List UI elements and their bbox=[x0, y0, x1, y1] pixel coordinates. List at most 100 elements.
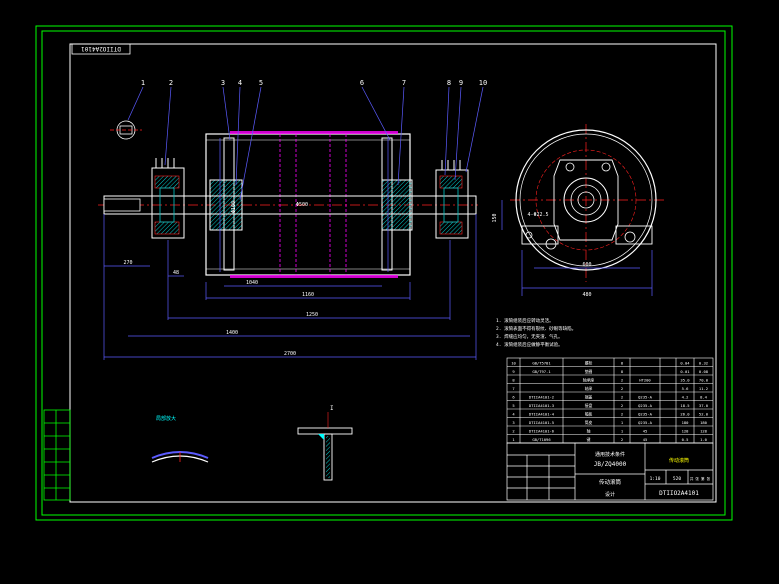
parts-cell: 70.0 bbox=[699, 377, 709, 382]
parts-cell: 2 bbox=[621, 403, 623, 408]
parts-cell: 11.2 bbox=[699, 386, 708, 391]
dim-left: 270 bbox=[123, 260, 132, 266]
balloon-1: 1 bbox=[141, 79, 145, 87]
side-dim-width: 600 bbox=[582, 262, 591, 268]
balloon-2: 2 bbox=[169, 79, 173, 87]
parts-cell: 6 bbox=[512, 394, 515, 399]
parts-cell: 8 bbox=[621, 369, 624, 374]
parts-cell: 128 bbox=[700, 428, 708, 433]
parts-cell: GB/T5781 bbox=[532, 360, 551, 365]
title-block bbox=[506, 442, 714, 501]
sheet-label: 共 张 第 张 bbox=[690, 476, 711, 481]
parts-cell: 37.0 bbox=[699, 403, 709, 408]
dim-total: 2700 bbox=[284, 351, 296, 357]
parts-cell: Q235-A bbox=[638, 411, 652, 416]
parts-cell: 7 bbox=[512, 386, 514, 391]
parts-cell: HT200 bbox=[639, 377, 651, 382]
dim-inner-a: 1040 bbox=[246, 280, 258, 286]
parts-cell: 9 bbox=[512, 369, 515, 374]
parts-cell: 2 bbox=[512, 428, 514, 433]
parts-cell: 1 bbox=[621, 420, 624, 425]
note-3: 3. 焊缝应均匀，无夹渣、气孔。 bbox=[496, 333, 563, 340]
parts-cell: DTIIA4101-2 bbox=[529, 394, 554, 399]
balloon-9: 9 bbox=[459, 79, 463, 87]
side-dim-height: 150 bbox=[492, 213, 498, 222]
balloon-4: 4 bbox=[238, 79, 242, 87]
dim-left-2: 48 bbox=[173, 270, 179, 276]
parts-cell: 8.4 bbox=[700, 394, 708, 399]
left-bearing-housing bbox=[151, 158, 185, 239]
drum-outer-circle bbox=[515, 129, 657, 271]
side-view: 600 480 150 4-Φ22.5 bbox=[492, 124, 665, 298]
parts-cell: 筒皮 bbox=[585, 420, 593, 425]
parts-cell: DTIIA4101-3 bbox=[529, 403, 554, 408]
parts-cell: 52.0 bbox=[699, 411, 709, 416]
balloon-8: 8 bbox=[447, 79, 451, 87]
header-code-text: DTIIO2A4101 bbox=[81, 45, 121, 52]
parts-cell: 接盘 bbox=[585, 403, 593, 408]
standard-label: 通用技术条件 bbox=[595, 451, 625, 458]
balloon-3: 3 bbox=[221, 79, 225, 87]
parts-cell: 2 bbox=[621, 377, 623, 382]
balloon-10: 10 bbox=[479, 79, 487, 87]
parts-cell: 轴承座 bbox=[583, 377, 595, 382]
parts-cell: 45 bbox=[643, 437, 648, 442]
side-dim-base: 480 bbox=[582, 292, 591, 298]
key-detail bbox=[110, 120, 142, 140]
parts-cell: 0.32 bbox=[699, 360, 708, 365]
balloon-5: 5 bbox=[259, 79, 263, 87]
parts-cell: 8 bbox=[621, 360, 624, 365]
drawn-label: 设计 bbox=[605, 491, 615, 498]
detail-right-label: I bbox=[330, 405, 334, 412]
parts-cell: Q235-A bbox=[638, 420, 652, 425]
detail-right: I bbox=[297, 405, 353, 481]
parts-cell: DTIIA4101-5 bbox=[529, 420, 554, 425]
parts-cell: 35.0 bbox=[680, 377, 690, 382]
note-2: 2. 滚筒表面不得有裂纹、砂眼等缺陷。 bbox=[496, 325, 576, 332]
dim-drum-dia: Φ500 bbox=[296, 202, 308, 208]
front-view: 1 2 3 4 5 6 7 8 9 10 bbox=[98, 79, 487, 360]
parts-cell: 18.5 bbox=[680, 403, 689, 408]
title-block-text: 通用技术条件 JB/ZQ4000 传动滚筒 设计 传动滚筒 1:10 520 共… bbox=[594, 451, 711, 498]
balloon-numbers: 1 2 3 4 5 6 7 8 9 10 bbox=[141, 79, 487, 87]
dim-a: 1400 bbox=[226, 330, 238, 336]
technical-notes: 1. 滚筒组装后应转动灵活。 2. 滚筒表面不得有裂纹、砂眼等缺陷。 3. 焊缝… bbox=[496, 317, 576, 348]
drawing-border bbox=[69, 43, 717, 503]
parts-cell: 5 bbox=[512, 403, 514, 408]
parts-cell: DTIIA4101-6 bbox=[529, 428, 555, 433]
parts-cell: 1.0 bbox=[700, 437, 708, 442]
right-bearing-housing bbox=[435, 160, 469, 239]
standard-code: JB/ZQ4000 bbox=[594, 461, 627, 468]
parts-cell: 1 bbox=[621, 428, 624, 433]
parts-cell: 端盖 bbox=[585, 394, 593, 399]
header-code-box: DTIIO2A4101 bbox=[71, 43, 131, 55]
drawing-weight: 520 bbox=[673, 476, 681, 482]
parts-cell: 螺栓 bbox=[585, 360, 593, 365]
detail-left: 局部放大 bbox=[151, 415, 209, 463]
left-stamp-table bbox=[43, 409, 71, 501]
outer-frame bbox=[35, 25, 733, 521]
parts-cell: 1 bbox=[512, 437, 515, 442]
parts-cell: 180 bbox=[700, 420, 708, 425]
side-dim-bolts: 4-Φ22.5 bbox=[527, 212, 548, 218]
parts-cell: 2 bbox=[621, 411, 623, 416]
parts-cell: 2 bbox=[621, 394, 623, 399]
balloon-6: 6 bbox=[360, 79, 364, 87]
parts-cell: 180 bbox=[682, 420, 690, 425]
parts-cell: 轴承 bbox=[585, 386, 593, 391]
parts-cell: 0.04 bbox=[680, 360, 690, 365]
parts-cell: 5.6 bbox=[682, 386, 690, 391]
drawing-code-label: 传动滚筒 bbox=[669, 457, 689, 464]
parts-cell: 2 bbox=[621, 437, 623, 442]
detail-left-label: 局部放大 bbox=[156, 415, 176, 422]
dimension-lines bbox=[103, 138, 477, 360]
parts-cell: 128 bbox=[682, 428, 690, 433]
parts-cell: Q235-A bbox=[638, 403, 652, 408]
parts-cell: 4 bbox=[512, 411, 515, 416]
parts-cell: 幅板 bbox=[585, 411, 593, 416]
parts-cell: Q235-A bbox=[638, 394, 652, 399]
parts-cell: 0.01 bbox=[680, 369, 690, 374]
parts-cell: 0.08 bbox=[699, 369, 709, 374]
